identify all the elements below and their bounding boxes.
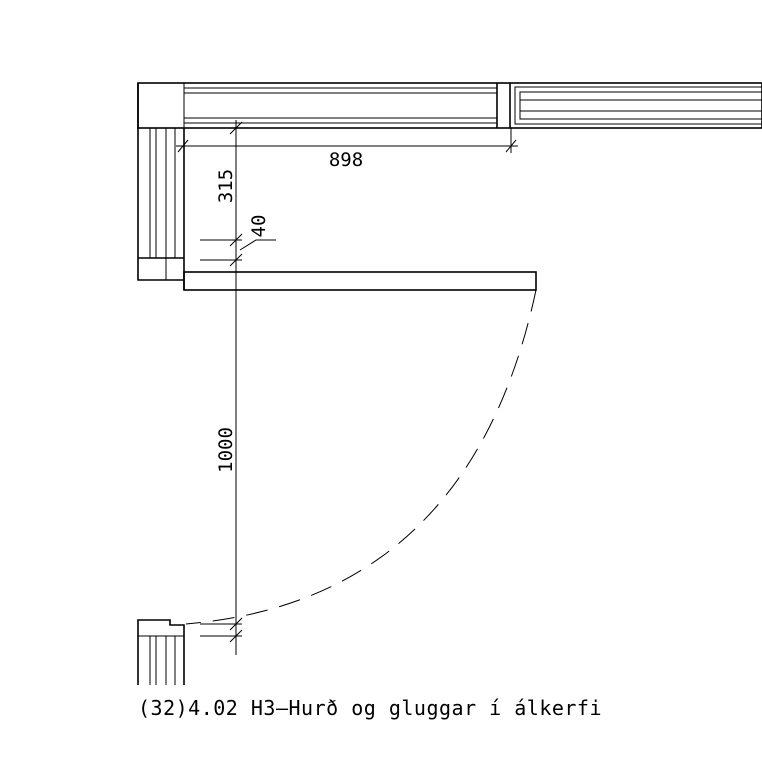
dimension-label-40: 40 [248, 215, 270, 238]
top-frame [137, 82, 762, 129]
dimension-label-315: 315 [215, 169, 237, 203]
drawing-caption: (32)4.02 H3–Hurð og gluggar í álkerfi [138, 696, 603, 720]
left-jamb-upper [137, 83, 185, 290]
dimension-label-1000: 1000 [215, 427, 237, 473]
window-glazing [514, 86, 762, 125]
dimension-label-898: 898 [329, 149, 363, 171]
door-swing-arc [185, 289, 537, 625]
door-leaf [183, 271, 537, 291]
left-jamb-lower [137, 619, 185, 685]
dimension-lines [176, 120, 518, 655]
